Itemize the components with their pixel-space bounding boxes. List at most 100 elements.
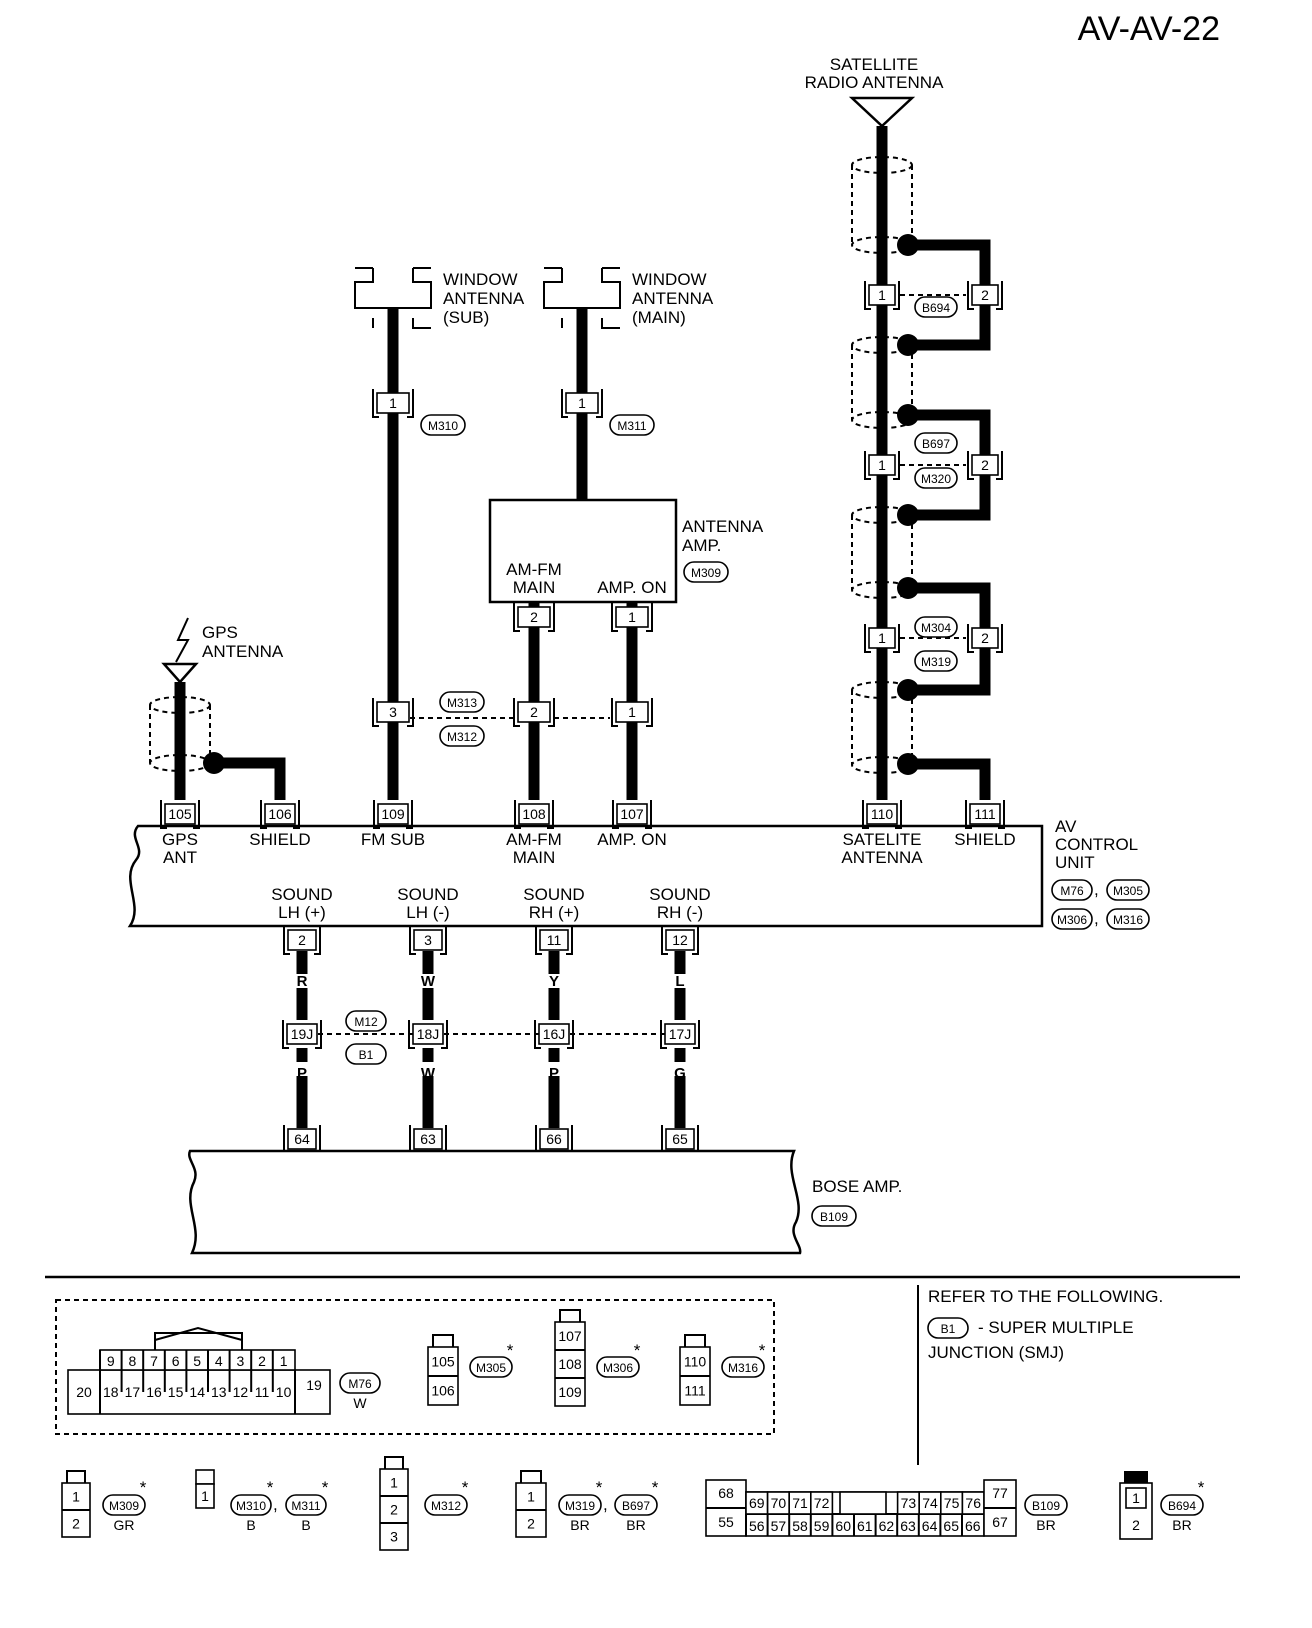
av-sound-pin-box: [665, 929, 695, 951]
joint-pin-3-label: 3: [389, 704, 397, 720]
m310-color: B: [246, 1517, 255, 1533]
window-antenna-main-label-line: WINDOW: [632, 270, 707, 289]
av-sound-label-line: SOUND: [397, 885, 458, 904]
av-terminal-label-line: FM SUB: [361, 830, 425, 849]
conn-m316-badge: [1106, 908, 1150, 930]
m76-pin: 7: [150, 1353, 158, 1369]
joint-pin-2-bracket: [513, 698, 520, 727]
av-terminal-108-bracket: [514, 800, 521, 829]
m76-pin: 13: [211, 1384, 227, 1400]
conn-b697-badge: [914, 432, 958, 454]
b694-pin1-box: [1125, 1487, 1147, 1509]
b109-pin: 67: [992, 1514, 1008, 1530]
m306-view-pin: 107: [558, 1328, 582, 1344]
av-terminal-108-box: [518, 803, 550, 825]
comma-sep: ,: [1094, 880, 1099, 899]
av-sound-pin-bracket: [440, 926, 447, 955]
bose-amp-label: BOSE AMP.: [812, 1177, 902, 1196]
wire-color: R: [297, 973, 308, 990]
window-sub-pin-box: [376, 392, 410, 414]
av-terminal-106-bracket: [293, 800, 300, 829]
bose-pin-label: 66: [546, 1131, 562, 1147]
m306-view-pin: 108: [558, 1356, 582, 1372]
wire-color: W: [421, 973, 436, 990]
m312-view-code-badge: [424, 1494, 468, 1516]
b109-pin: 68: [718, 1485, 734, 1501]
conn-b109-badge: [811, 1205, 857, 1227]
b697-view-code-code: B697: [622, 1499, 650, 1513]
shield-ground-dot-2: [897, 404, 919, 426]
b109-pin: 73: [901, 1495, 917, 1511]
m76-pin: 20: [76, 1384, 92, 1400]
sat-joint-sat_b-2-bracket: [996, 451, 1003, 480]
av-sound-pin-label: 11: [547, 932, 562, 948]
m310-view-code-badge: [230, 1494, 272, 1516]
bose-pin-label: 64: [294, 1131, 310, 1147]
m76-pin: 3: [237, 1353, 245, 1369]
legend-refer: REFER TO THE FOLLOWING.: [928, 1287, 1163, 1306]
m306-view-code-code: M306: [603, 1361, 633, 1375]
amp-on-label: AMP. ON: [597, 578, 667, 597]
wire-color: P: [297, 1065, 307, 1082]
b694-pin: 2: [1132, 1517, 1140, 1533]
amp-pin-2-bracket: [513, 603, 520, 632]
m305-view-latch: [432, 1334, 454, 1347]
joint-pin-3-box: [376, 701, 410, 723]
av-terminal-110-bracket: [862, 800, 869, 829]
sat-joint-sat_b-1-label: 1: [878, 457, 886, 473]
antenna-amp-label-line: ANTENNA: [682, 517, 764, 536]
m311-view-code-code: M311: [291, 1499, 320, 1513]
b109-pin: 77: [992, 1485, 1008, 1501]
amp-pin-1-bracket: [646, 603, 653, 632]
sat-joint-sat_c-1-label: 1: [878, 630, 886, 646]
b109-pin: 59: [814, 1518, 830, 1534]
av-terminal-110-label: 110: [871, 806, 894, 822]
wire-color-b: B: [577, 438, 588, 455]
conn-b694-code: B694: [922, 301, 950, 315]
window-antenna-main-label-line: (MAIN): [632, 308, 686, 327]
conn-m12-code: M12: [354, 1015, 378, 1029]
m76-pin: 16: [146, 1384, 162, 1400]
smj-pin-bracket: [441, 1020, 448, 1049]
bose-pin-box: [287, 1128, 317, 1150]
av-sound-pin-box: [287, 929, 317, 951]
window-antenna-main-label-line: ANTENNA: [632, 289, 714, 308]
conn-m312-badge: [439, 725, 485, 747]
window-sub-pin-bracket: [372, 389, 379, 418]
conn-b694-badge: [914, 296, 958, 318]
shield-to-111: [908, 758, 991, 800]
m76-pin: 9: [107, 1353, 115, 1369]
bose-pin-box: [413, 1128, 443, 1150]
sat-joint-sat_a-2-box: [971, 284, 999, 306]
antenna-amp-box: [488, 498, 678, 604]
joint-pin-3-bracket: [407, 698, 414, 727]
av-terminal-108-bracket: [547, 800, 554, 829]
av-terminal-109-bracket: [373, 800, 380, 829]
smj-pin-label: 16J: [543, 1026, 566, 1042]
smj-pin-box: [286, 1023, 318, 1045]
m316-view-pin: 111: [684, 1383, 705, 1399]
m309-star: *: [140, 1478, 147, 1497]
av-terminal-label-line: ANT: [163, 848, 197, 867]
m76-color: W: [353, 1395, 367, 1411]
conn-m305-code: M305: [1113, 884, 1143, 898]
smj-pin-bracket: [660, 1020, 667, 1049]
bose-pin-box: [665, 1128, 695, 1150]
conn-m310-badge: [420, 414, 466, 436]
b109-pin: 74: [922, 1495, 938, 1511]
m76-pin: 11: [255, 1384, 270, 1400]
av-terminal-107-label: 107: [620, 806, 644, 822]
b109-pin: 72: [814, 1495, 830, 1511]
b109-pin: 62: [879, 1518, 895, 1534]
av-terminal-110-bracket: [895, 800, 902, 829]
av-terminal-108-label: 108: [522, 806, 546, 822]
m311-view-code-badge: [285, 1494, 327, 1516]
m309-view-latch: [66, 1470, 86, 1483]
b109-pin: 61: [857, 1518, 873, 1534]
av-sound-pin-bracket: [535, 926, 542, 955]
b109-pin: 66: [965, 1518, 981, 1534]
m312-view-pin: 2: [390, 1502, 398, 1518]
legend-b1-badge-code: B1: [941, 1322, 956, 1336]
